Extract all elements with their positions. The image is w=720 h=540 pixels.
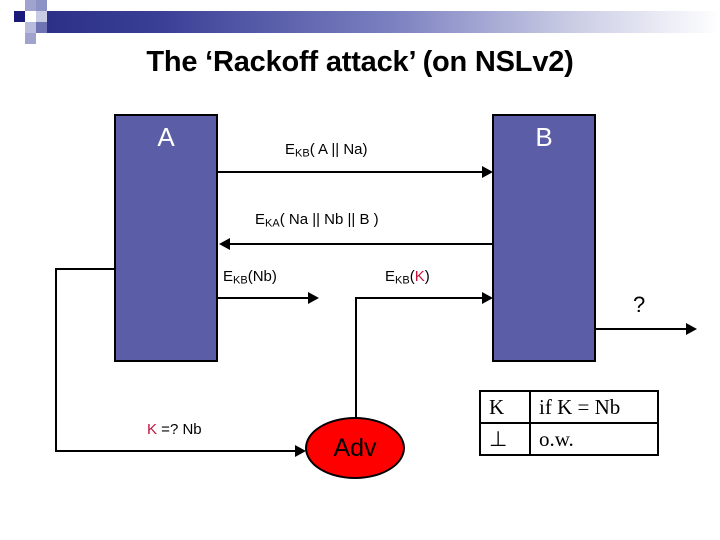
message-3-arrowhead xyxy=(308,292,319,304)
message-4-arrowhead xyxy=(482,292,493,304)
principal-box-a: A xyxy=(114,114,218,362)
message-1-line xyxy=(218,171,486,173)
deco-square-1 xyxy=(25,0,36,11)
message-3-label: EKB(Nb) xyxy=(223,268,277,286)
result-value-0: K xyxy=(479,390,531,424)
result-condition-1: o.w. xyxy=(529,422,659,456)
result-value-1: ⊥ xyxy=(479,422,531,456)
check-label-rest: =? Nb xyxy=(157,421,202,438)
principal-label-b: B xyxy=(535,122,553,152)
question-mark-label: ? xyxy=(633,292,646,317)
adversary-label: Adv xyxy=(333,434,377,462)
message-3-sub: KB xyxy=(233,274,248,287)
message-2-rest: ( Na || Nb || B ) xyxy=(279,211,379,228)
message-2-e: E xyxy=(255,211,266,228)
message-1-sub: KB xyxy=(295,147,310,160)
message-4-open-paren: ( xyxy=(409,268,415,285)
check-label: K =? Nb xyxy=(147,421,202,438)
message-4-key: K xyxy=(414,268,425,285)
message-1-label: EKB( A || Na) xyxy=(285,141,368,159)
message-4-sub: KB xyxy=(395,274,410,287)
table-row: K if K = Nb xyxy=(479,390,659,424)
adversary-oval: Adv xyxy=(305,417,405,479)
slide-title: The ‘Rackoff attack’ (on NSLv2) xyxy=(146,46,574,78)
header-gradient-bar xyxy=(36,11,720,33)
result-condition-0: if K = Nb xyxy=(529,390,659,424)
message-3-rest: (Nb) xyxy=(247,268,277,285)
check-line-top xyxy=(55,268,116,270)
deco-square-3 xyxy=(14,11,25,22)
principal-label-a: A xyxy=(157,122,175,152)
check-label-key: K xyxy=(147,421,158,438)
principal-box-b: B xyxy=(492,114,596,362)
header-decoration xyxy=(0,0,720,46)
deco-square-4 xyxy=(36,11,47,22)
deco-square-7 xyxy=(25,33,36,44)
message-4-horizontal-line xyxy=(355,297,486,299)
message-3-e: E xyxy=(223,268,234,285)
deco-square-2 xyxy=(36,0,47,11)
message-4-label: EKB(K) xyxy=(385,268,430,286)
check-line-vertical xyxy=(55,268,57,451)
message-2-line xyxy=(224,243,492,245)
message-1-arrowhead xyxy=(482,166,493,178)
message-2-arrowhead xyxy=(219,238,230,250)
deco-square-5 xyxy=(25,22,36,33)
message-2-label: EKA( Na || Nb || B ) xyxy=(255,211,379,229)
message-4-close-paren: ) xyxy=(424,268,430,285)
message-4-e: E xyxy=(385,268,396,285)
output-line xyxy=(596,328,690,330)
check-line-bottom xyxy=(55,450,299,452)
result-table: K if K = Nb ⊥ o.w. xyxy=(479,390,659,456)
check-line-arrowhead xyxy=(295,445,306,457)
output-arrowhead xyxy=(686,323,697,335)
message-1-e: E xyxy=(285,141,296,158)
message-1-rest: ( A || Na) xyxy=(309,141,368,158)
message-2-sub: KA xyxy=(265,217,280,230)
table-row: ⊥ o.w. xyxy=(479,422,659,456)
deco-square-6 xyxy=(36,22,47,33)
message-4-vertical-line xyxy=(355,297,357,420)
message-3-line xyxy=(218,297,312,299)
